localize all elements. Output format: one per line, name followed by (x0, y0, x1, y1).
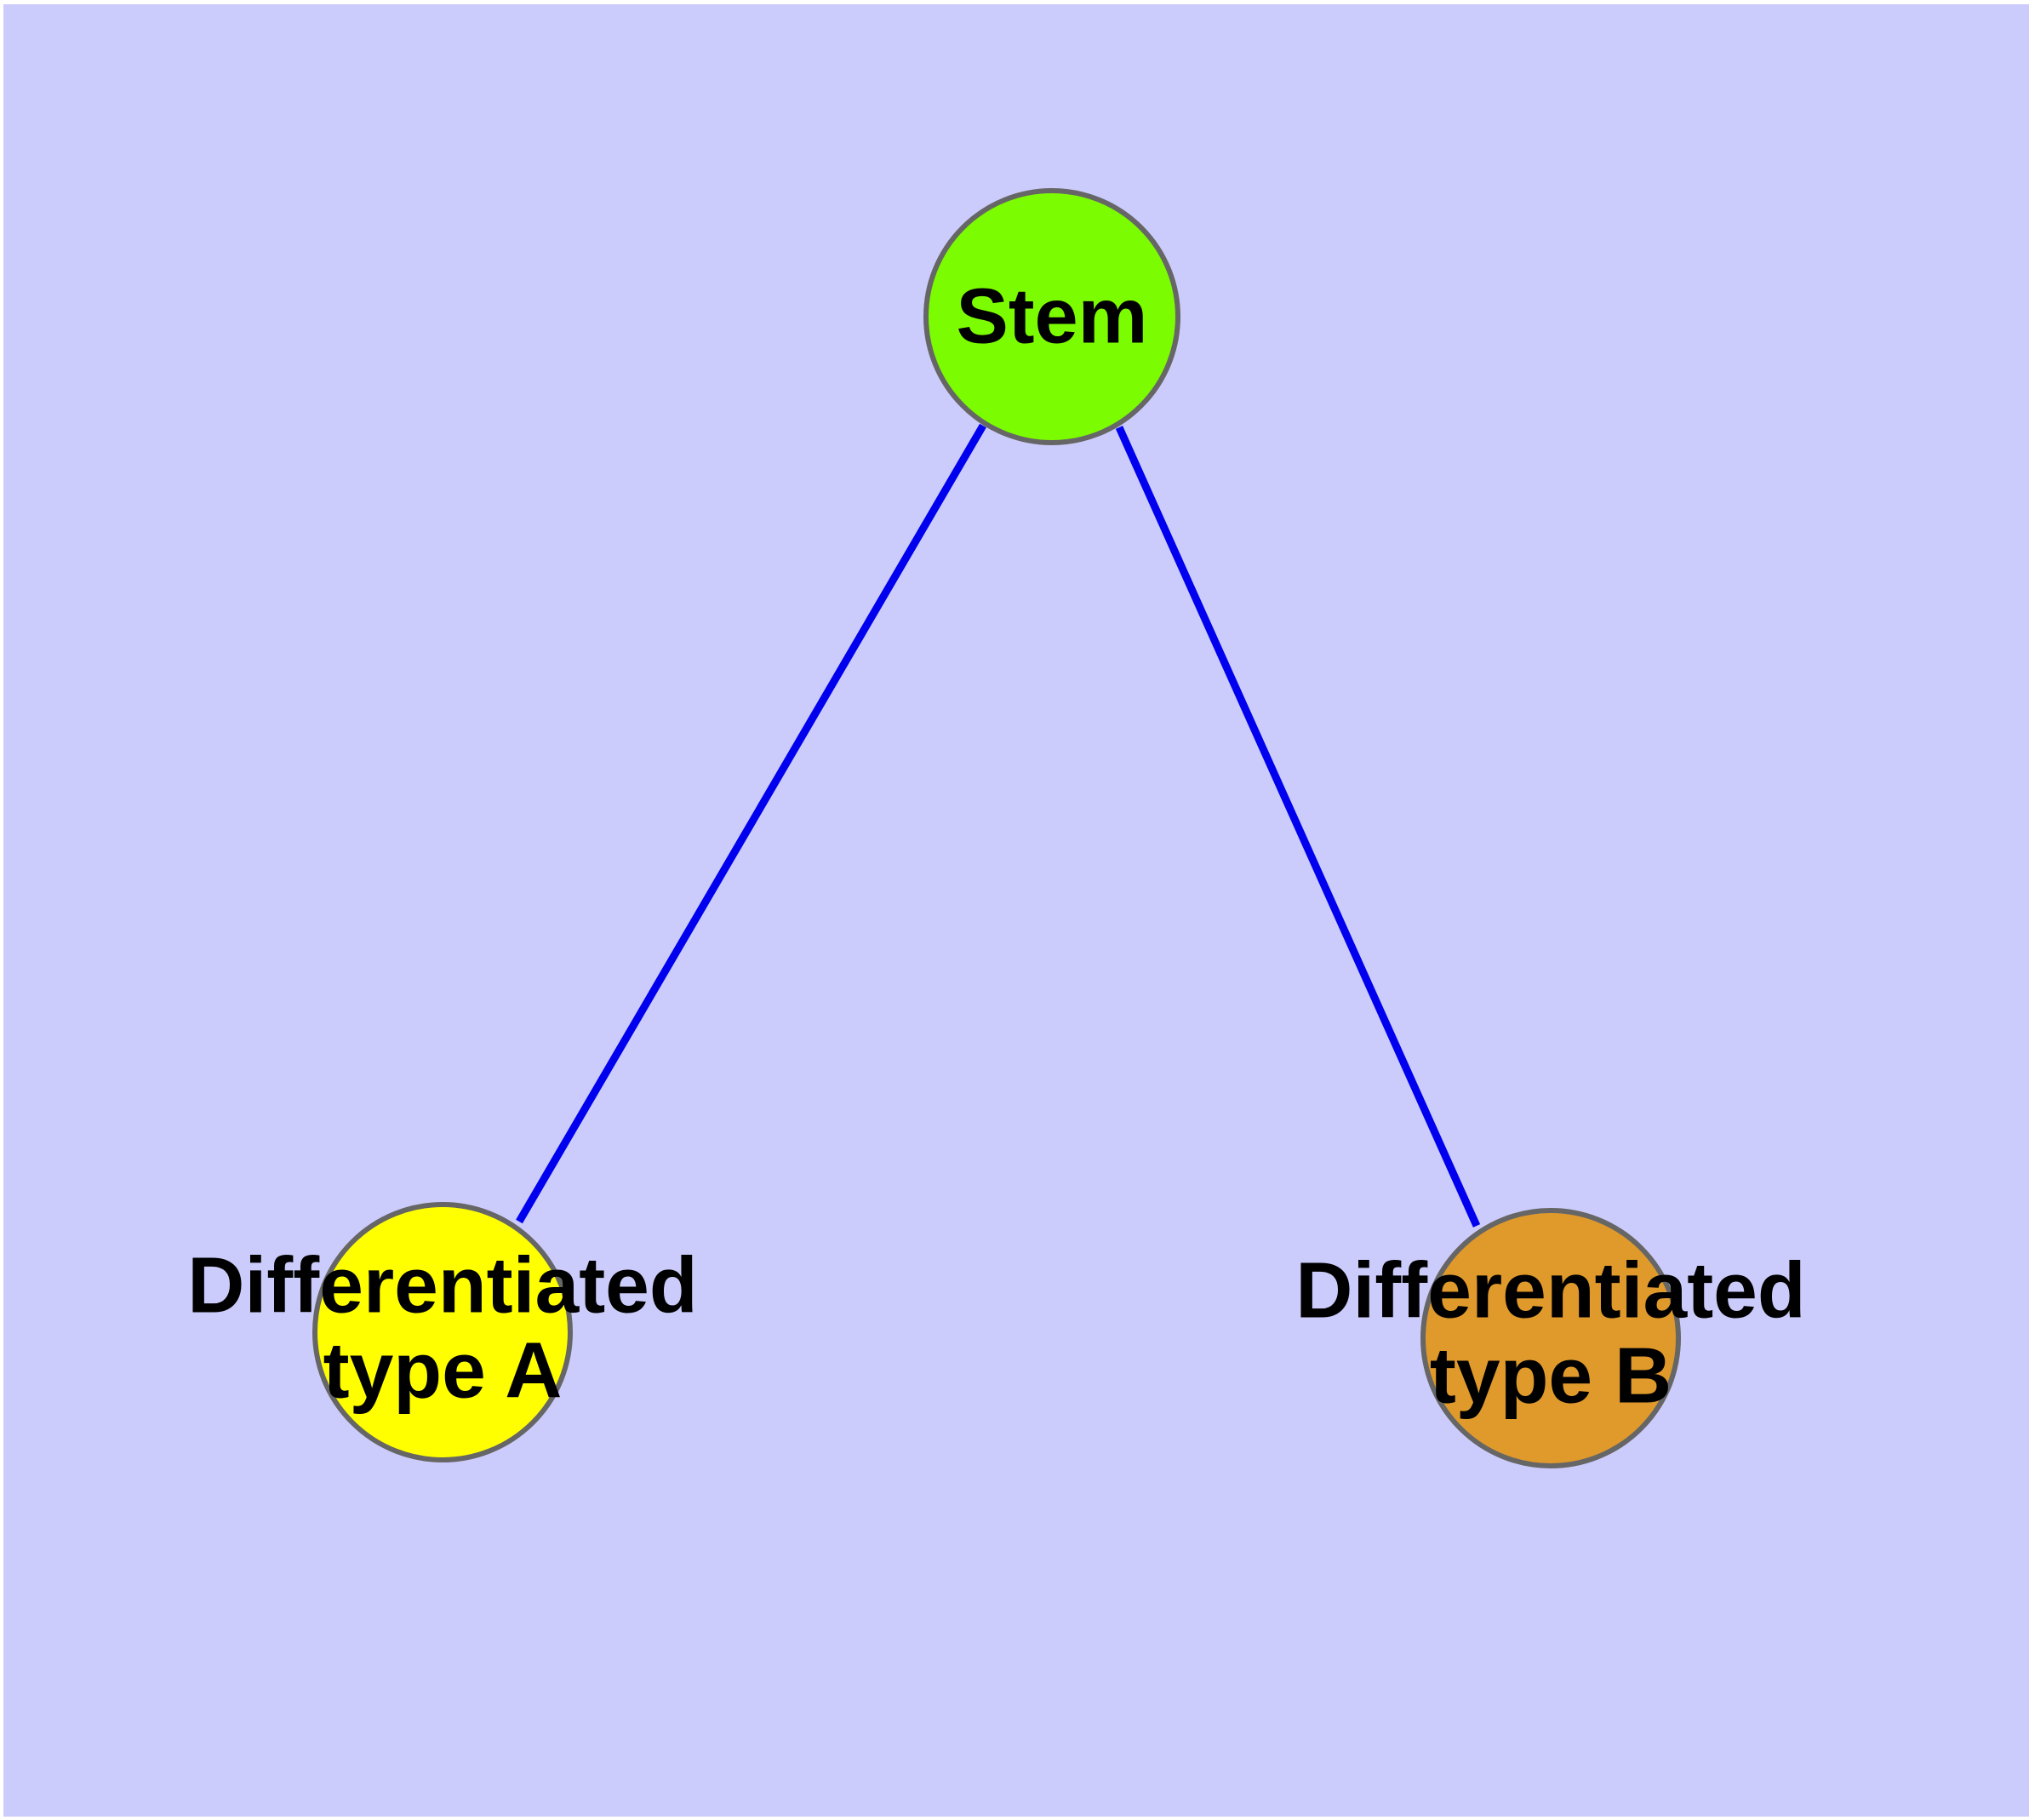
edge-layer (516, 423, 1481, 1228)
edge-stem-to-type-a (516, 423, 986, 1224)
node-circle-type-b[interactable] (1420, 1208, 1681, 1468)
node-circle-type-a[interactable] (312, 1202, 573, 1462)
node-layer (312, 188, 1681, 1468)
node-circle-stem[interactable] (923, 188, 1180, 445)
edge-stem-to-type-b (1115, 426, 1481, 1228)
